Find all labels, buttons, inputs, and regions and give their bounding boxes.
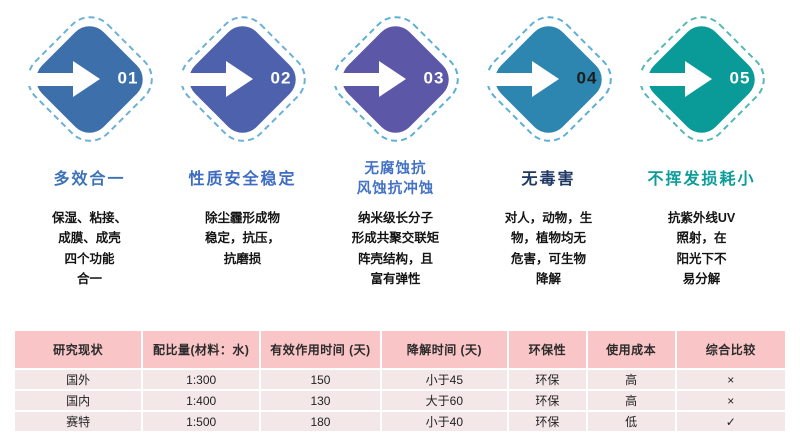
feature-description: 除尘霾形成物 稳定，抗压， 抗磨损 bbox=[204, 211, 280, 266]
feature-diamond: 04 bbox=[472, 0, 625, 158]
arrow-shaft bbox=[178, 72, 226, 86]
step-number: 01 bbox=[117, 68, 139, 88]
arrow-head bbox=[379, 61, 406, 97]
arrow-head bbox=[73, 61, 100, 97]
table-cell: 国外 bbox=[12, 368, 144, 391]
table-header-cell: 环保性 bbox=[507, 329, 588, 370]
table-header-cell: 研究现状 bbox=[12, 329, 144, 370]
arrow-shaft bbox=[484, 72, 532, 86]
feature-title: 性质安全稳定 bbox=[188, 171, 297, 189]
feature-description: 保湿、粘接、 成膜、成壳 四个功能 合一 bbox=[51, 211, 127, 286]
table-cell: 130 bbox=[259, 389, 382, 412]
table-header-cell: 配比量(材料：水) bbox=[141, 329, 262, 370]
feature-title: 无腐蚀抗 风蚀抗冲蚀 bbox=[356, 161, 435, 197]
table-cell: 国内 bbox=[12, 389, 144, 412]
arrow-head bbox=[226, 61, 253, 97]
table-cell: ✓ bbox=[674, 410, 788, 433]
feature-title: 无毒害 bbox=[521, 171, 576, 189]
table-cell: 高 bbox=[585, 368, 677, 391]
feature-column: 05 不挥发损耗小 抗紫外线UV 照射，在 阳光下不 易分解 bbox=[625, 0, 778, 289]
feature-description: 抗紫外线UV 照射，在 阳光下不 易分解 bbox=[667, 211, 736, 286]
table-cell: 环保 bbox=[507, 389, 588, 412]
table-cell: 赛特 bbox=[12, 410, 144, 433]
table-cell: 1:300 bbox=[141, 368, 262, 391]
table-cell: 小于40 bbox=[379, 410, 510, 433]
feature-title: 多效合一 bbox=[53, 171, 126, 189]
table-cell: 1:400 bbox=[141, 389, 262, 412]
table-cell: 高 bbox=[585, 389, 677, 412]
right-arrow-icon bbox=[484, 61, 559, 97]
feature-description: 纳米级长分子 形成共聚交联矩 阵壳结构，且 富有弹性 bbox=[351, 211, 440, 286]
feature-column: 03 无腐蚀抗 风蚀抗冲蚀 纳米级长分子 形成共聚交联矩 阵壳结构，且 富有弹性 bbox=[319, 0, 472, 289]
table-cell: 环保 bbox=[507, 368, 588, 391]
arrow-head bbox=[532, 61, 559, 97]
feature-title: 不挥发损耗小 bbox=[647, 171, 756, 189]
table-cell: × bbox=[674, 389, 788, 412]
features-row: 01 多效合一 保湿、粘接、 成膜、成壳 四个功能 合一 02 性质安全稳定 除… bbox=[13, 0, 778, 289]
right-arrow-icon bbox=[637, 61, 712, 97]
table-cell: 1:500 bbox=[141, 410, 262, 433]
right-arrow-icon bbox=[331, 61, 406, 97]
step-number: 03 bbox=[423, 68, 445, 88]
right-arrow-icon bbox=[178, 61, 253, 97]
table-cell: 大于60 bbox=[379, 389, 510, 412]
feature-diamond: 01 bbox=[13, 0, 166, 158]
feature-column: 01 多效合一 保湿、粘接、 成膜、成壳 四个功能 合一 bbox=[13, 0, 166, 289]
comparison-table: 研究现状配比量(材料：水)有效作用时间 (天)降解时间 (天)环保性使用成本综合… bbox=[12, 329, 788, 433]
step-number: 05 bbox=[729, 68, 751, 88]
arrow-head bbox=[685, 61, 712, 97]
arrow-shaft bbox=[331, 72, 379, 86]
arrow-shaft bbox=[25, 72, 73, 86]
feature-diamond: 02 bbox=[166, 0, 319, 158]
table-header-cell: 有效作用时间 (天) bbox=[259, 329, 382, 370]
table-cell: 150 bbox=[259, 368, 382, 391]
table-header-cell: 降解时间 (天) bbox=[379, 329, 510, 370]
feature-column: 04 无毒害 对人，动物，生 物，植物均无 危害，可生物 降解 bbox=[472, 0, 625, 289]
feature-diamond: 03 bbox=[319, 0, 472, 158]
table-header-cell: 综合比较 bbox=[674, 329, 788, 370]
arrow-shaft bbox=[637, 72, 685, 86]
step-number: 04 bbox=[576, 68, 598, 88]
feature-description: 对人，动物，生 物，植物均无 危害，可生物 降解 bbox=[504, 211, 593, 286]
step-number: 02 bbox=[270, 68, 292, 88]
table-cell: 低 bbox=[585, 410, 677, 433]
feature-diamond: 05 bbox=[625, 0, 778, 158]
right-arrow-icon bbox=[25, 61, 100, 97]
table-header-row: 研究现状配比量(材料：水)有效作用时间 (天)降解时间 (天)环保性使用成本综合… bbox=[12, 329, 788, 370]
table-cell: 180 bbox=[259, 410, 382, 433]
table-cell: 环保 bbox=[507, 410, 588, 433]
comparison-table-grid: 研究现状配比量(材料：水)有效作用时间 (天)降解时间 (天)环保性使用成本综合… bbox=[12, 329, 788, 433]
feature-column: 02 性质安全稳定 除尘霾形成物 稳定，抗压， 抗磨损 bbox=[166, 0, 319, 289]
table-cell: 小于45 bbox=[379, 368, 510, 391]
table-cell: × bbox=[674, 368, 788, 391]
table-header-cell: 使用成本 bbox=[585, 329, 677, 370]
